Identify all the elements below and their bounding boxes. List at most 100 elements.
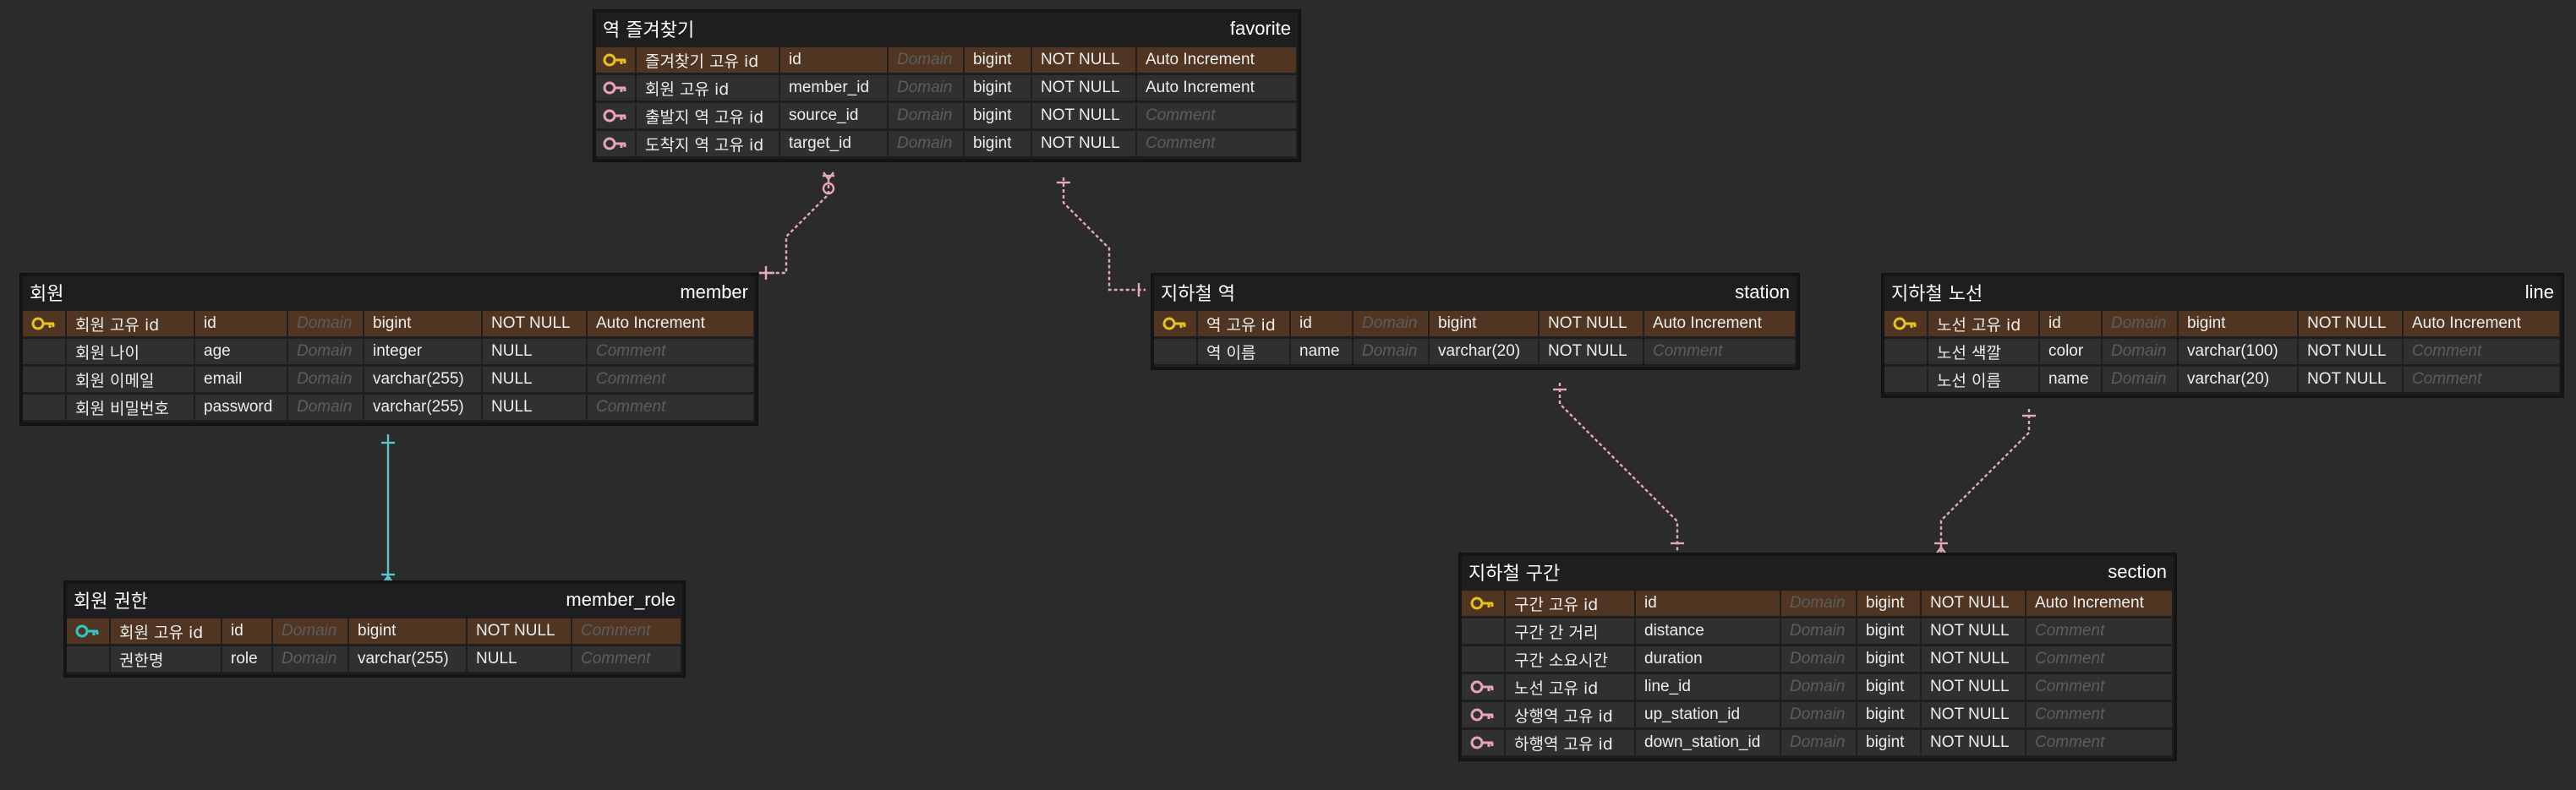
- primary-key-icon: [31, 317, 55, 330]
- column-domain: Domain: [889, 75, 965, 101]
- key-cell: [1462, 702, 1506, 727]
- column-nullability: NOT NULL: [1032, 131, 1137, 156]
- column-extra: Comment: [588, 339, 755, 364]
- primary-key-icon: [1470, 597, 1494, 610]
- relation-favorite-member[interactable]: [759, 179, 830, 275]
- column-domain: Domain: [273, 646, 349, 672]
- column-extra: Comment: [572, 618, 682, 644]
- key-cell: [1462, 591, 1506, 616]
- table-header: 지하철 노선 line: [1884, 276, 2561, 308]
- relation-favorite-station[interactable]: [1062, 177, 1146, 291]
- primary-key-icon: [1893, 317, 1917, 330]
- cardinality-member-one: [759, 266, 774, 280]
- column-nullability: NOT NULL: [1032, 75, 1137, 101]
- column-type: varchar(20): [2179, 367, 2299, 392]
- table-physical-name: member: [680, 281, 748, 302]
- primary-key-icon: [603, 53, 626, 67]
- column-extra: Comment: [1137, 103, 1298, 128]
- column-type: varchar(255): [364, 367, 483, 392]
- column-extra: Comment: [2404, 339, 2561, 364]
- column-extra: Auto Increment: [588, 311, 755, 336]
- column-type: bigint: [965, 47, 1032, 73]
- column-domain: Domain: [1781, 702, 1857, 727]
- column-logical-name: 구간 간 거리: [1506, 618, 1636, 644]
- column-type: bigint: [2179, 311, 2299, 336]
- column-physical-name: age: [195, 339, 288, 364]
- column-domain: Domain: [1354, 311, 1430, 336]
- primary-key-icon: [1162, 317, 1186, 330]
- key-cell: [1154, 339, 1198, 364]
- column-extra: Comment: [1137, 131, 1298, 156]
- key-cell: [67, 618, 111, 644]
- table-header: 역 즐겨찾기 favorite: [596, 13, 1298, 45]
- column-nullability: NOT NULL: [2299, 311, 2404, 336]
- column-nullability: NOT NULL: [1922, 591, 2026, 616]
- table-header: 지하철 구간 section: [1462, 556, 2174, 588]
- column-domain: Domain: [288, 367, 364, 392]
- relation-station-section[interactable]: [1558, 383, 1679, 553]
- table-logical-name: 지하철 구간: [1468, 564, 1561, 585]
- key-cell: [1884, 339, 1928, 364]
- column-logical-name: 권한명: [111, 646, 222, 672]
- column-nullability: NULL: [468, 646, 572, 672]
- column-domain: Domain: [2103, 311, 2179, 336]
- column-domain: Domain: [273, 618, 349, 644]
- key-cell: [67, 646, 111, 672]
- column-extra: Comment: [572, 646, 682, 672]
- column-nullability: NOT NULL: [468, 618, 572, 644]
- column-extra: Auto Increment: [1137, 47, 1298, 73]
- column-type: bigint: [965, 131, 1032, 156]
- key-cell: [23, 339, 67, 364]
- column-extra: Auto Increment: [2026, 591, 2174, 616]
- column-nullability: NOT NULL: [483, 311, 588, 336]
- foreign-key-icon: [1470, 680, 1494, 694]
- column-domain: Domain: [288, 395, 364, 420]
- cardinality-station-section: [1553, 388, 1684, 545]
- column-nullability: NOT NULL: [1032, 47, 1137, 73]
- relation-line-section[interactable]: [1939, 409, 2031, 553]
- column-logical-name: 노선 색깔: [1928, 339, 2040, 364]
- column-type: bigint: [1857, 646, 1922, 672]
- table-physical-name: member_role: [566, 589, 675, 610]
- cardinality-favorite-station: [1057, 181, 1140, 297]
- key-cell: [596, 131, 637, 156]
- column-nullability: NULL: [483, 395, 588, 420]
- column-extra: Comment: [2026, 702, 2174, 727]
- column-nullability: NOT NULL: [1922, 702, 2026, 727]
- crowfoot-favorite-member: [822, 172, 835, 195]
- column-extra: Comment: [2026, 618, 2174, 644]
- key-cell: [596, 75, 637, 101]
- key-cell: [23, 395, 67, 420]
- column-type: bigint: [1430, 311, 1540, 336]
